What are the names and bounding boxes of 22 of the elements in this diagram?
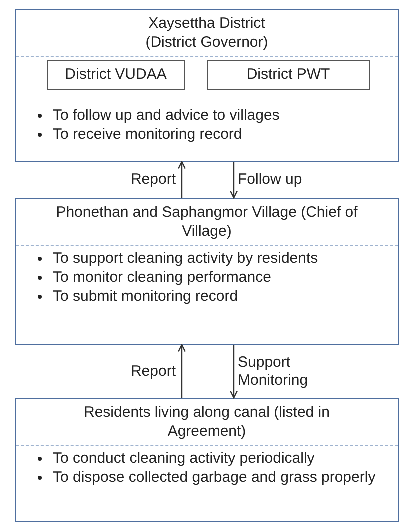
arrow bbox=[230, 162, 238, 199]
organization-box bbox=[15, 398, 399, 522]
box-heading: Xaysettha District (District Governor) bbox=[144, 14, 270, 52]
arrow bbox=[178, 161, 186, 198]
edge-label: Report bbox=[130, 171, 176, 189]
bullet-text: To submit monitoring record bbox=[53, 287, 238, 306]
bullet-text: To monitor cleaning performance bbox=[53, 268, 272, 287]
bullet-text: To dispose collected garbage and grass properly bbox=[53, 468, 376, 487]
bullet-text: To follow up and advice to villages bbox=[53, 106, 280, 125]
bullet-text: To conduct cleaning activity periodically bbox=[53, 449, 315, 468]
organization-box bbox=[15, 198, 399, 345]
bullet-text: To receive monitoring record bbox=[53, 125, 242, 144]
bullet-text: To support cleaning activity by residents bbox=[53, 249, 318, 268]
arrow bbox=[230, 345, 238, 399]
edge-label: Follow up bbox=[238, 171, 302, 189]
box-heading: Residents living along canal (listed in Agreement) bbox=[83, 403, 331, 441]
unit-box: District VUDAA bbox=[47, 60, 185, 90]
unit-box: District PWT bbox=[207, 60, 370, 90]
box-heading: Phonethan and Saphangmor Village (Chief of Village) bbox=[55, 203, 359, 241]
organization-box bbox=[15, 9, 399, 162]
edge-label: Report bbox=[130, 362, 176, 380]
arrow bbox=[178, 344, 186, 398]
